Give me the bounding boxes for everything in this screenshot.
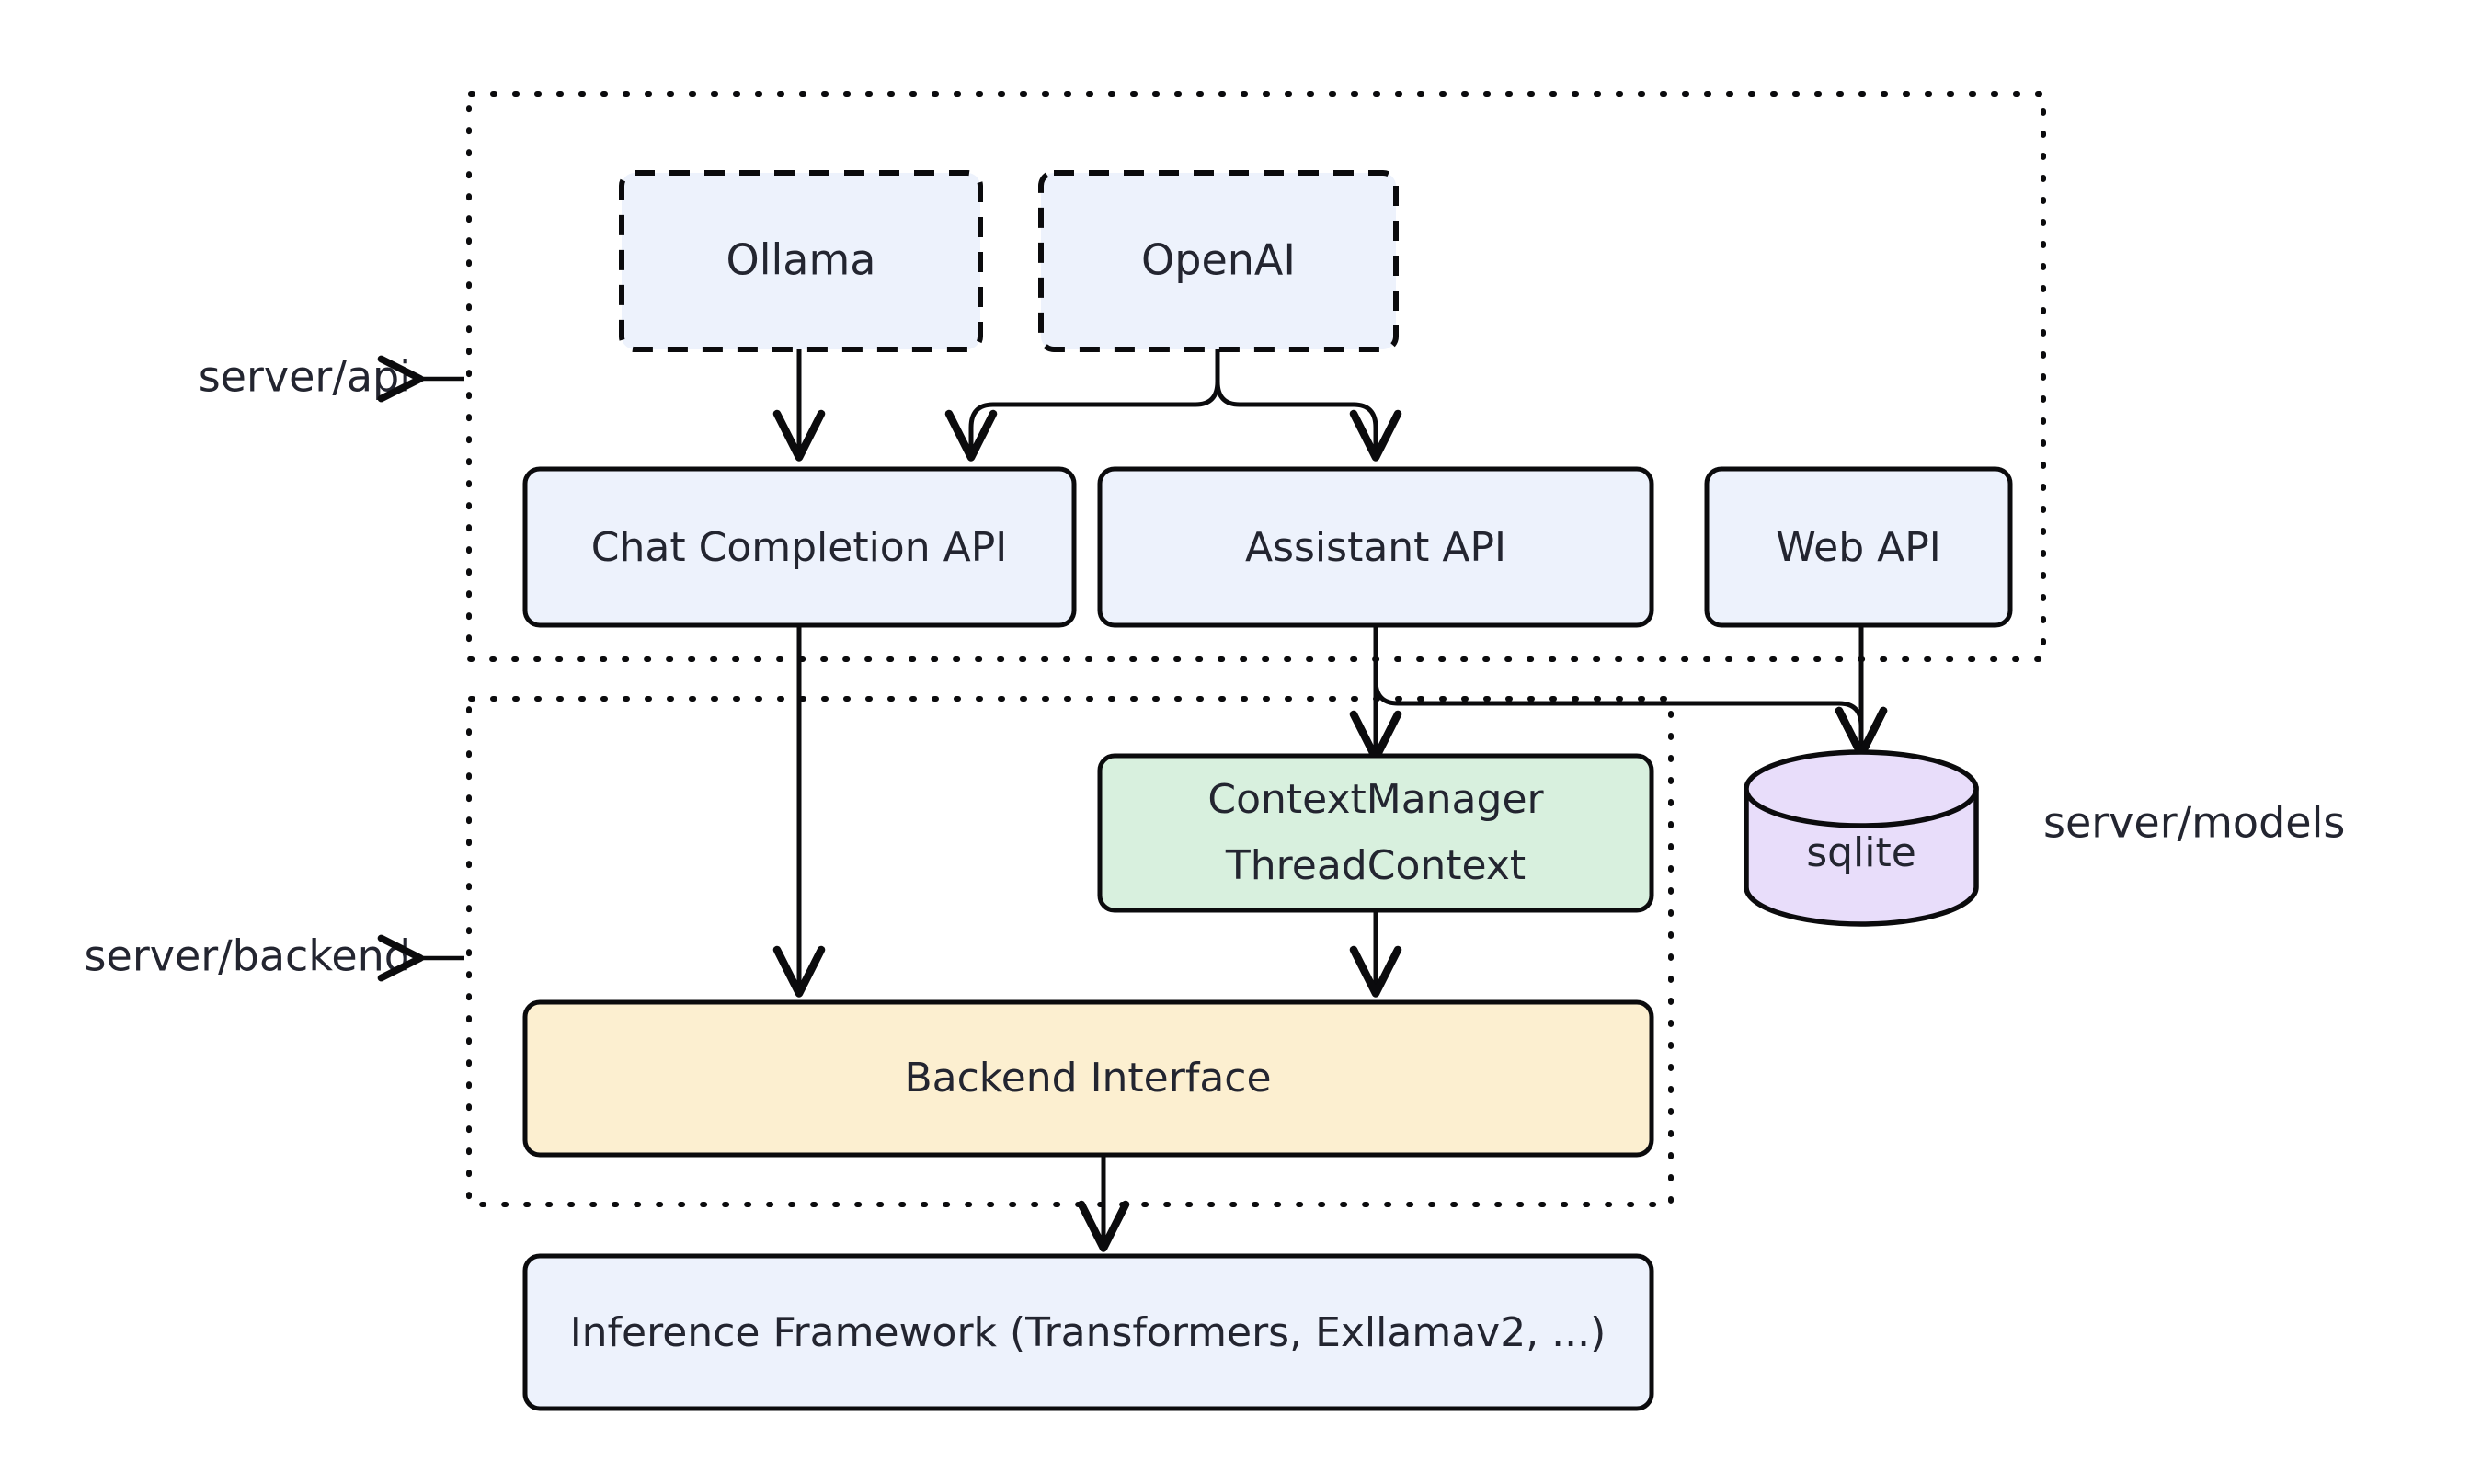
node-backend-interface-label: Backend Interface bbox=[904, 1055, 1271, 1102]
node-web-api-label: Web API bbox=[1776, 524, 1941, 571]
node-openai-label: OpenAI bbox=[1141, 235, 1296, 285]
edge-assistant-api-to-sqlite bbox=[1373, 625, 1888, 759]
node-context-manager-box[interactable] bbox=[1097, 753, 1654, 913]
node-context-manager-label-line1: ContextManager bbox=[1207, 776, 1544, 823]
edge-openai-to-chat-completion-api bbox=[944, 349, 1220, 462]
node-inference-framework-label: Inference Framework (Transformers, Exlla… bbox=[570, 1309, 1607, 1356]
group-container-server-api bbox=[466, 91, 2046, 662]
node-assistant-api-box[interactable] bbox=[1097, 466, 1654, 628]
group-label-server-backend: server/backend bbox=[85, 931, 464, 982]
node-assistant-api-label: Assistant API bbox=[1245, 524, 1506, 571]
node-chat-completion-api-label: Chat Completion API bbox=[591, 524, 1007, 571]
group-label-server-backend-text: server/backend bbox=[85, 931, 411, 981]
edge-openai-to-assistant-api bbox=[1215, 349, 1402, 462]
node-web-api[interactable]: Web API bbox=[1704, 466, 2013, 628]
node-backend-interface-box[interactable] bbox=[522, 999, 1654, 1158]
group-label-server-models: server/models bbox=[2043, 798, 2345, 848]
node-web-api-box[interactable] bbox=[1704, 466, 2013, 628]
node-openai[interactable]: OpenAI bbox=[1038, 170, 1399, 352]
group-container-server-backend bbox=[466, 696, 1674, 1207]
node-sqlite-cylinder-top bbox=[1744, 749, 1979, 828]
node-inference-framework[interactable]: Inference Framework (Transformers, Exlla… bbox=[522, 1253, 1654, 1411]
node-chat-completion-api-box[interactable] bbox=[522, 466, 1077, 628]
node-backend-interface[interactable]: Backend Interface bbox=[522, 999, 1654, 1158]
node-chat-completion-api[interactable]: Chat Completion API bbox=[522, 466, 1077, 628]
node-ollama-label: Ollama bbox=[726, 235, 876, 285]
node-ollama-box[interactable] bbox=[619, 170, 983, 352]
node-ollama[interactable]: Ollama bbox=[619, 170, 983, 352]
node-assistant-api[interactable]: Assistant API bbox=[1097, 466, 1654, 628]
node-inference-framework-box[interactable] bbox=[522, 1253, 1654, 1411]
group-label-server-api: server/api bbox=[199, 352, 464, 403]
group-label-server-api-text: server/api bbox=[199, 352, 411, 402]
node-context-manager[interactable]: ContextManager ThreadContext bbox=[1097, 753, 1654, 913]
node-openai-box[interactable] bbox=[1038, 170, 1399, 352]
node-sqlite-label: sqlite bbox=[1806, 829, 1916, 876]
node-context-manager-label-line2: ThreadContext bbox=[1225, 842, 1526, 889]
node-sqlite[interactable]: sqlite bbox=[1744, 749, 1979, 927]
